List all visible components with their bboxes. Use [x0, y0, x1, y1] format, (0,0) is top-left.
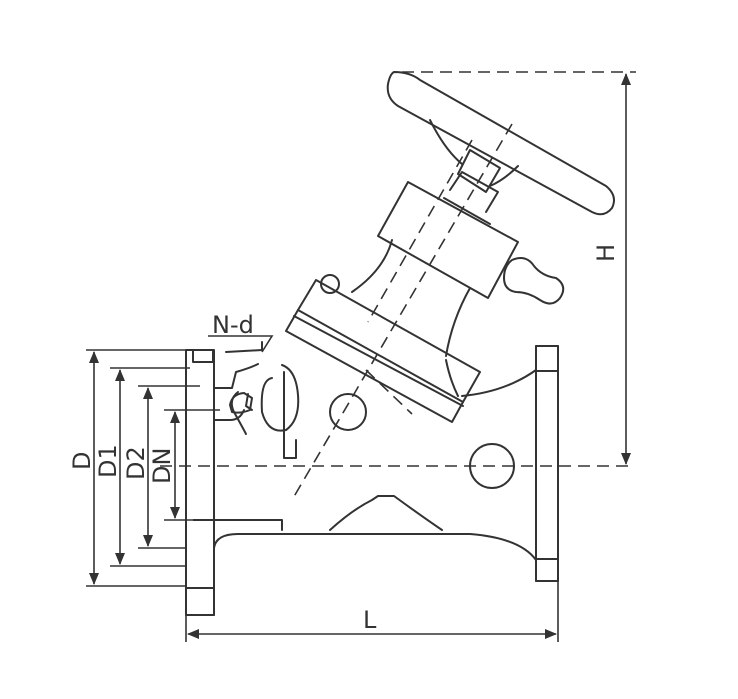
label-d1: D1 [94, 444, 122, 478]
left-flange [185, 349, 215, 616]
port-circle [329, 393, 367, 431]
valve-body [192, 341, 537, 589]
centerlines [160, 71, 636, 501]
label-h: H [592, 244, 620, 262]
label-l: L [363, 606, 377, 634]
label-d2: D2 [122, 446, 150, 480]
label-n-d: N-d [212, 311, 254, 339]
label-d: D [68, 452, 96, 470]
dimension-lines [86, 73, 631, 642]
right-flange [535, 345, 559, 582]
label-dn: DN [148, 448, 176, 484]
bonnet [285, 171, 565, 423]
